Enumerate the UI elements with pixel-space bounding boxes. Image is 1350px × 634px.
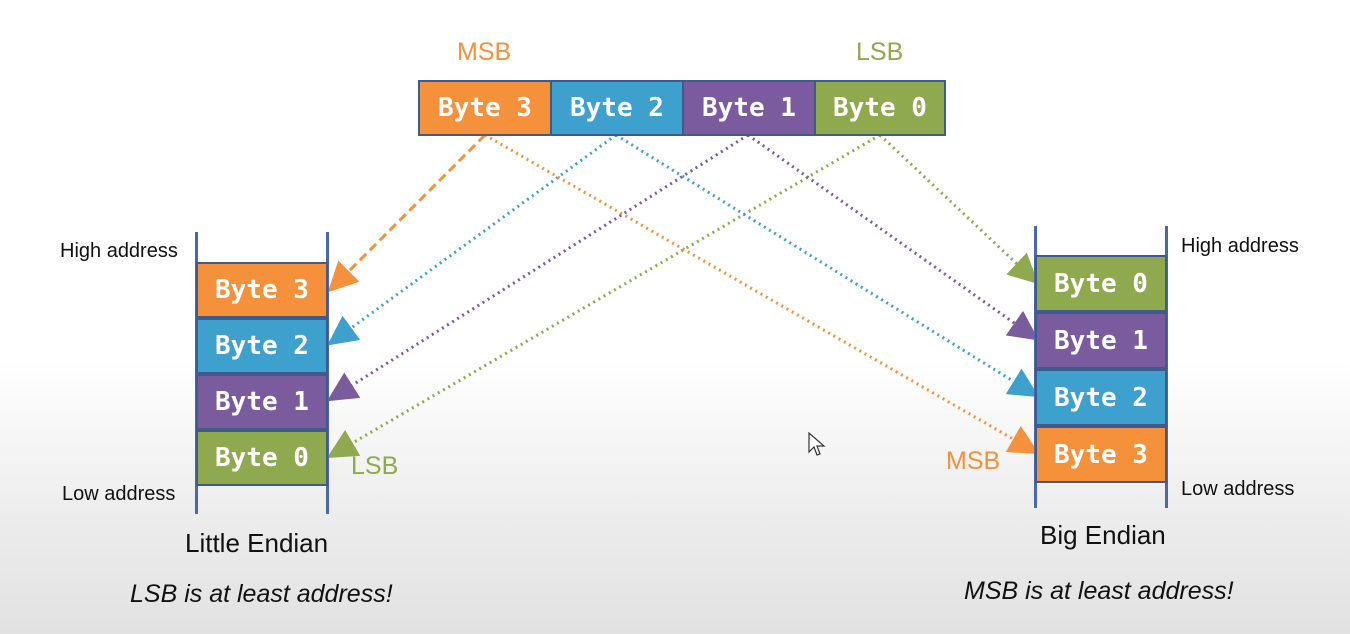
arrow-byte1-little bbox=[326, 133, 749, 402]
big-endian-note: MSB is at least address! bbox=[964, 577, 1234, 605]
big-endian-title: Big Endian bbox=[1040, 520, 1166, 550]
top-lsb-label: LSB bbox=[856, 38, 904, 66]
little-byte-3: Byte 3 bbox=[196, 262, 328, 318]
big-byte-0: Byte 0 bbox=[1035, 255, 1167, 312]
big-high-address: High address bbox=[1181, 235, 1299, 257]
top-byte-0: Byte 0 bbox=[814, 80, 946, 136]
top-msb-label: MSB bbox=[457, 38, 512, 66]
arrow-byte3-little bbox=[327, 133, 487, 293]
big-byte-3: Byte 3 bbox=[1035, 426, 1167, 483]
mouse-cursor-icon bbox=[808, 432, 826, 456]
big-msb-label: MSB bbox=[946, 447, 1001, 475]
big-byte-2: Byte 2 bbox=[1035, 369, 1167, 426]
little-byte-0: Byte 0 bbox=[196, 430, 328, 486]
little-lsb-label: LSB bbox=[351, 452, 399, 480]
top-byte-2: Byte 2 bbox=[550, 80, 684, 136]
little-endian-note: LSB is at least address! bbox=[130, 580, 393, 608]
arrow-byte3-big bbox=[484, 133, 1040, 454]
little-low-address: Low address bbox=[62, 483, 176, 505]
little-high-address: High address bbox=[60, 240, 178, 262]
top-byte-3: Byte 3 bbox=[418, 80, 552, 136]
arrow-byte2-big bbox=[615, 133, 1040, 398]
big-low-address: Low address bbox=[1181, 478, 1295, 500]
arrow-byte2-little bbox=[327, 133, 617, 346]
little-endian-title: Little Endian bbox=[185, 528, 329, 558]
arrow-byte0-big bbox=[878, 133, 1039, 285]
arrow-byte1-big bbox=[747, 133, 1039, 341]
little-byte-2: Byte 2 bbox=[196, 318, 328, 374]
little-byte-1: Byte 1 bbox=[196, 374, 328, 430]
big-byte-1: Byte 1 bbox=[1035, 312, 1167, 369]
top-byte-1: Byte 1 bbox=[682, 80, 816, 136]
arrow-byte0-little bbox=[326, 133, 881, 459]
